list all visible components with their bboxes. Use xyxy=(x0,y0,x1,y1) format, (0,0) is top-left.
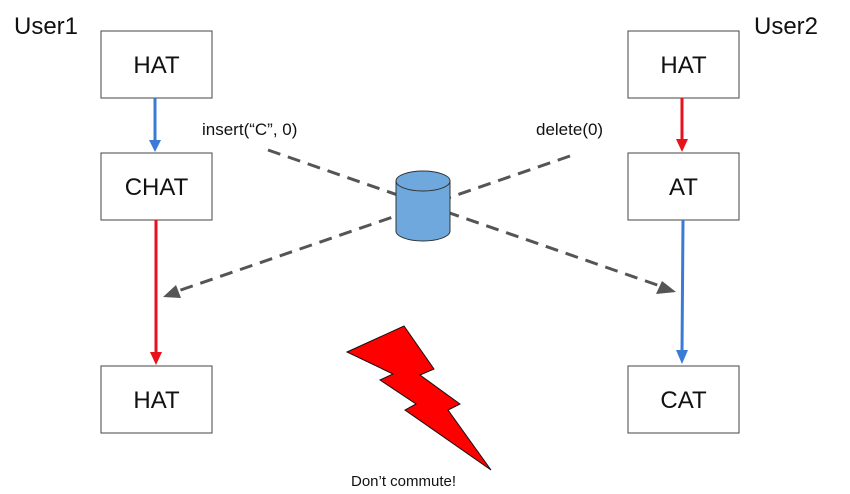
user1-state-2-label: CHAT xyxy=(125,174,189,201)
database-cylinder-icon xyxy=(395,170,451,242)
insert-broadcast-dashed-arrow xyxy=(267,148,676,294)
user1-remote-op-arrow xyxy=(150,220,162,365)
user1-state-3-label: HAT xyxy=(133,387,180,414)
user1-state-1: HAT xyxy=(100,30,213,99)
dont-commute-note: Don’t commute! xyxy=(351,473,456,490)
user2-state-1: HAT xyxy=(627,30,740,99)
user2-label: User2 xyxy=(754,13,818,40)
user1-state-3: HAT xyxy=(100,365,213,434)
user1-local-op-arrow xyxy=(149,98,161,152)
user2-remote-op-arrow xyxy=(676,219,688,364)
delete-operation-label: delete(0) xyxy=(536,120,603,139)
insert-operation-label: insert(“C”, 0) xyxy=(202,120,297,139)
user2-state-3: CAT xyxy=(627,365,740,434)
user2-local-op-arrow xyxy=(676,98,688,152)
delete-broadcast-dashed-arrow xyxy=(163,154,571,298)
user1-state-2: CHAT xyxy=(100,152,213,221)
user2-state-1-label: HAT xyxy=(660,52,707,79)
lightning-bolt-icon xyxy=(345,325,492,471)
user1-label: User1 xyxy=(14,13,78,40)
user1-state-1-label: HAT xyxy=(133,52,180,79)
user2-state-2-label: AT xyxy=(669,174,698,201)
user2-state-2: AT xyxy=(627,152,740,221)
user2-state-3-label: CAT xyxy=(660,387,707,414)
